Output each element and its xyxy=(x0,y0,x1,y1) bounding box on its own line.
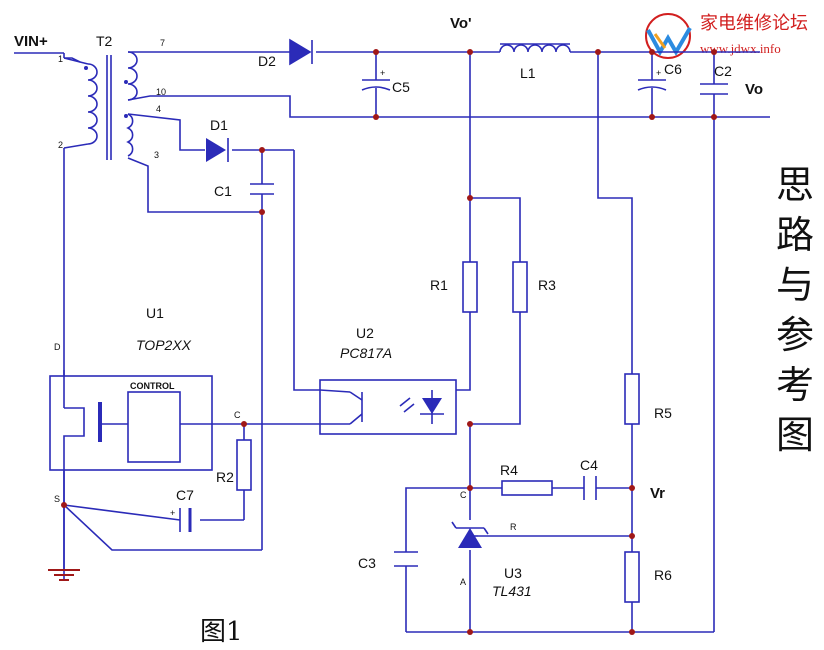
u1-s-pin: S xyxy=(54,494,60,504)
watermark-title: 家电维修论坛 xyxy=(700,13,808,34)
c6-label: C6 xyxy=(664,61,682,77)
c3-label: C3 xyxy=(358,555,376,571)
side-title-char-4: 参 xyxy=(776,313,814,357)
r4-label: R4 xyxy=(500,462,518,478)
r6-label: R6 xyxy=(654,567,672,583)
side-title-char-6: 图 xyxy=(776,413,814,457)
resistor-r5 xyxy=(624,373,640,425)
vr-label: Vr xyxy=(650,485,665,502)
u2-label: U2 xyxy=(356,325,374,341)
pin-2-label: 2 xyxy=(58,140,63,150)
r1-label: R1 xyxy=(430,277,448,293)
tl431-c-pin: C xyxy=(460,490,467,500)
secondary-wires xyxy=(127,51,770,550)
capacitor-c5 xyxy=(361,52,391,117)
resistor-r6 xyxy=(624,551,640,603)
figure-caption: 图1 xyxy=(200,617,243,647)
capacitor-c4 xyxy=(583,476,597,500)
u1-d-pin: D xyxy=(54,342,61,352)
side-title-char-1: 思 xyxy=(776,163,814,207)
diode-d2 xyxy=(289,38,313,66)
u1-part-label: TOP2XX xyxy=(136,337,192,353)
transformer-t2 xyxy=(84,51,138,160)
u3-label: U3 xyxy=(504,565,522,581)
side-title-char-3: 与 xyxy=(776,263,814,307)
vin-label: VIN+ xyxy=(14,33,48,50)
c7-plus: + xyxy=(170,508,175,518)
u2-part-label: PC817A xyxy=(340,345,392,361)
capacitor-c1 xyxy=(250,183,274,195)
diode-d1 xyxy=(206,138,229,162)
c5-plus: + xyxy=(380,68,385,78)
c4-label: C4 xyxy=(580,457,598,473)
resistor-r2 xyxy=(236,439,252,491)
capacitor-c3 xyxy=(394,551,418,567)
side-title-char-5: 考 xyxy=(776,363,814,407)
feedback-wires xyxy=(405,52,714,633)
u1-source-network xyxy=(63,424,262,551)
t2-label: T2 xyxy=(96,33,113,49)
tl431-a-pin: A xyxy=(460,577,466,587)
control-label: CONTROL xyxy=(130,381,175,391)
vo-prime-label: Vo' xyxy=(450,15,472,32)
pin-3-label: 3 xyxy=(154,150,159,160)
c1-label: C1 xyxy=(214,183,232,199)
pin-7-label: 7 xyxy=(160,38,165,48)
tl431-u3 xyxy=(451,521,489,548)
c6-plus: + xyxy=(656,68,661,78)
vo-label: Vo xyxy=(745,81,763,98)
r3-label: R3 xyxy=(538,277,556,293)
r5-label: R5 xyxy=(654,405,672,421)
d1-label: D1 xyxy=(210,117,228,133)
resistor-r1 xyxy=(462,261,478,313)
r2-label: R2 xyxy=(216,469,234,485)
c7-label: C7 xyxy=(176,487,194,503)
pin-10-label: 10 xyxy=(156,87,166,97)
side-title-char-2: 路 xyxy=(776,213,814,257)
u1-label: U1 xyxy=(146,305,164,321)
tl431-r-pin: R xyxy=(510,522,517,532)
watermark-logo xyxy=(645,13,692,59)
topswitch-u1 xyxy=(49,370,320,471)
pin-1-label: 1 xyxy=(58,54,63,64)
resistor-r3 xyxy=(512,261,528,313)
optocoupler-u2 xyxy=(319,379,457,435)
side-title: 思 路 与 参 考 图 xyxy=(776,163,814,457)
inductor-l1 xyxy=(499,43,571,53)
pin-4-label: 4 xyxy=(156,104,161,114)
resistor-r4 xyxy=(501,480,553,496)
d2-label: D2 xyxy=(258,53,276,69)
c2-label: C2 xyxy=(714,63,732,79)
junction-dots xyxy=(61,49,717,635)
ground-symbol xyxy=(48,505,80,581)
capacitor-c2 xyxy=(700,52,728,632)
u1-c-pin: C xyxy=(234,410,241,420)
l1-label: L1 xyxy=(520,65,536,81)
u3-part-label: TL431 xyxy=(492,583,532,599)
c5-label: C5 xyxy=(392,79,410,95)
capacitor-c6 xyxy=(637,52,667,117)
